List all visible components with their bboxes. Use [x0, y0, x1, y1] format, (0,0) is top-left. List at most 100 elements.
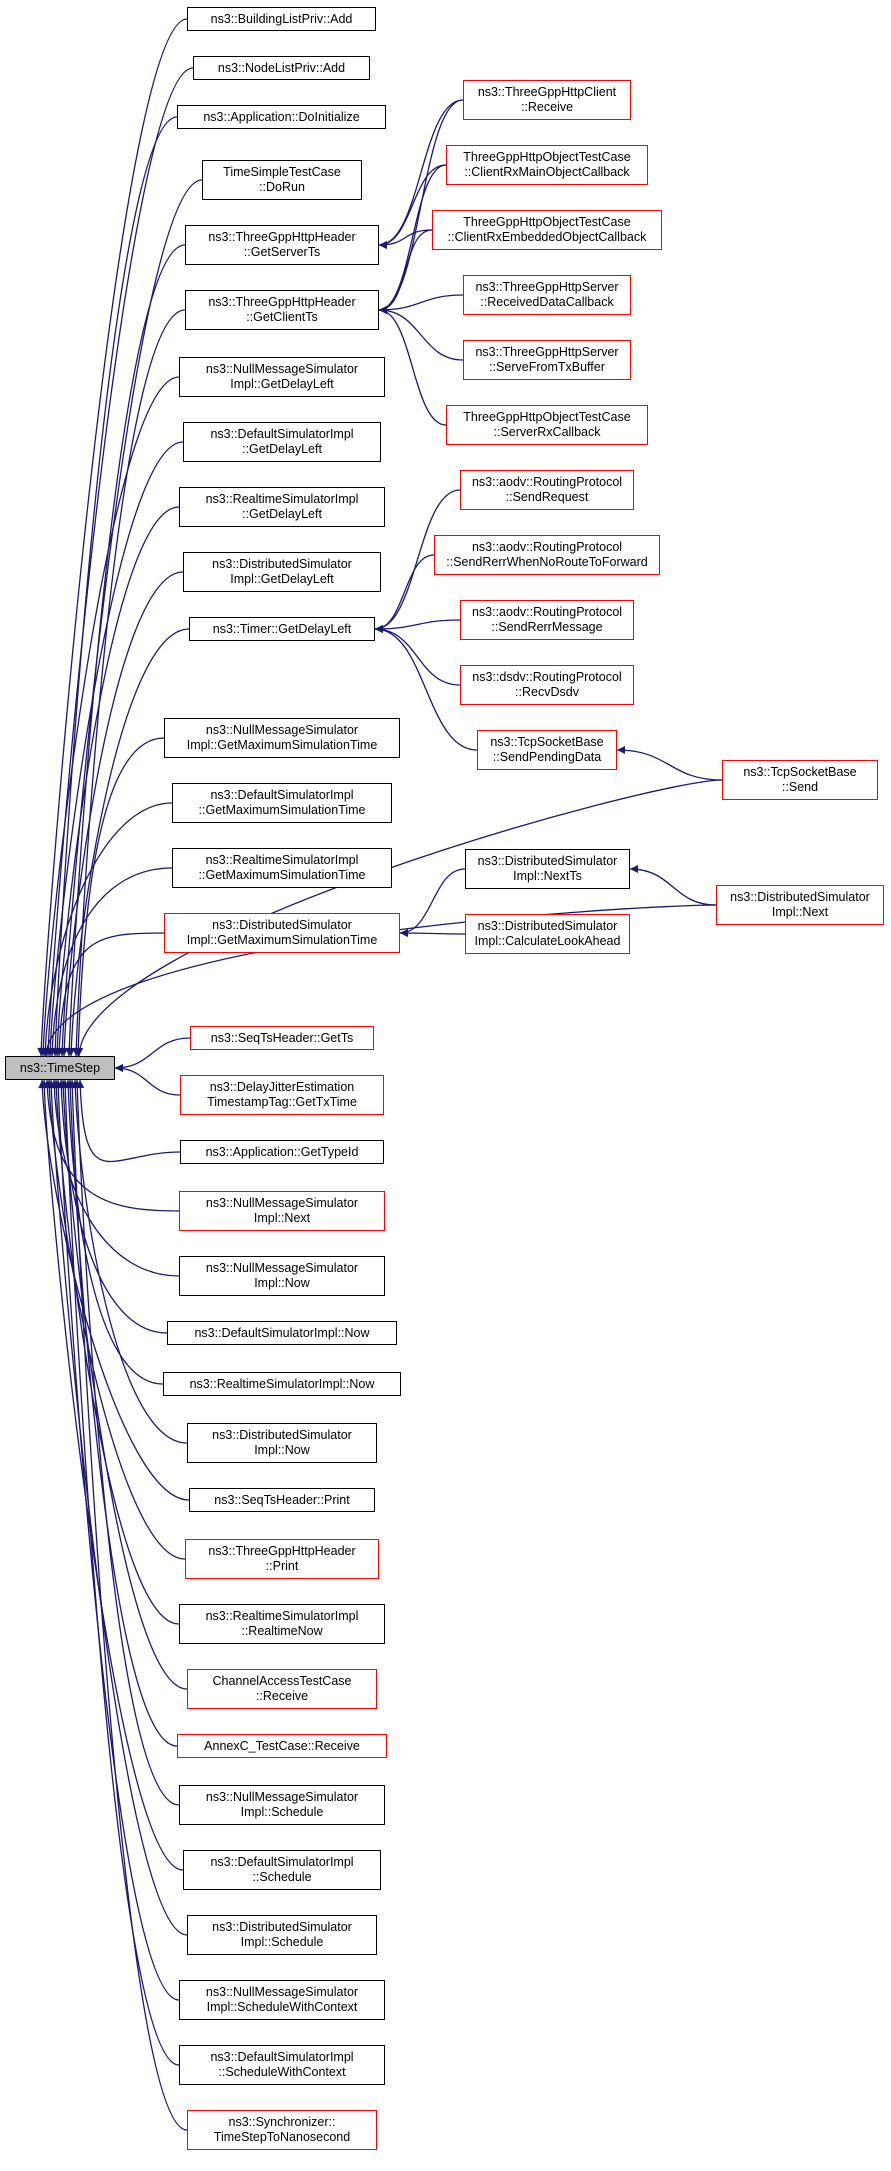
node-label-line: ns3::NullMessageSimulator — [205, 1261, 359, 1275]
node-defaultsimulatorimpl-schedulewithcontext[interactable]: ns3::DefaultSimulatorImpl::ScheduleWithC… — [179, 2045, 385, 2085]
edge-nmsch-to-root — [73, 1079, 180, 1806]
node-label-line: TimestampTag::GetTxTime — [207, 1095, 357, 1109]
node-label-line: ::GetClientTs — [246, 310, 318, 324]
node-realtimesimulatorimpl-realtimenow[interactable]: ns3::RealtimeSimulatorImpl::RealtimeNow — [179, 1604, 385, 1644]
edge-dsgmst-to-root — [41, 802, 173, 1057]
node-label-line: ns3::ThreeGppHttpClient — [477, 85, 617, 99]
node-defaultsimulatorimpl-getdelayleft[interactable]: ns3::DefaultSimulatorImpl::GetDelayLeft — [183, 422, 381, 462]
edge-nodadd-to-root — [44, 67, 194, 1057]
node-serverrxcallback[interactable]: ThreeGppHttpObjectTestCase::ServerRxCall… — [446, 405, 648, 445]
edge-disch-to-root — [47, 1079, 188, 1936]
node-label-line: Impl::GetDelayLeft — [230, 572, 334, 586]
node-realtimesimulatorimpl-getmaximumsimulationtime[interactable]: ns3::RealtimeSimulatorImpl::GetMaximumSi… — [172, 848, 392, 888]
node-aodv-sendrequest[interactable]: ns3::aodv::RoutingProtocol::SendRequest — [460, 470, 634, 510]
node-label-line: ns3::NullMessageSimulator — [205, 1196, 359, 1210]
edge-tcpspd-to-tgdl — [374, 625, 478, 751]
node-nodelistpriv-add[interactable]: ns3::NodeListPriv::Add — [193, 56, 370, 80]
edge-gcts-to-root — [72, 309, 186, 1057]
node-defaultsimulatorimpl-now[interactable]: ns3::DefaultSimulatorImpl::Now — [167, 1321, 397, 1345]
node-aodv-sendrerrmessage[interactable]: ns3::aodv::RoutingProtocol::SendRerrMess… — [460, 600, 634, 640]
node-label-line: ns3::TcpSocketBase — [490, 735, 604, 749]
edge-dinext-to-digmst — [399, 868, 466, 937]
node-seqtsheader-print[interactable]: ns3::SeqTsHeader::Print — [189, 1488, 375, 1512]
node-channelaccesstestcase-receive[interactable]: ChannelAccessTestCase::Receive — [187, 1669, 377, 1709]
node-label-line: ns3::ThreeGppHttpServer — [475, 345, 619, 359]
node-label-line: ns3::DistributedSimulator — [212, 1428, 352, 1442]
edge-bldadd-to-root — [37, 18, 188, 1057]
node-dsdv-recvdsdv[interactable]: ns3::dsdv::RoutingProtocol::RecvDsdv — [460, 665, 634, 705]
node-label-line: Impl::GetMaximumSimulationTime — [186, 738, 378, 752]
node-label-line: ns3::Timer::GetDelayLeft — [212, 621, 352, 636]
node-label-line: ::RealtimeNow — [241, 1624, 323, 1638]
node-defaultsimulatorimpl-getmaximumsimulationtime[interactable]: ns3::DefaultSimulatorImpl::GetMaximumSim… — [172, 783, 392, 823]
node-label-line: ns3::DelayJitterEstimation — [209, 1080, 355, 1094]
node-aodv-sendrerrwhennoroutetoforward[interactable]: ns3::aodv::RoutingProtocol::SendRerrWhen… — [434, 535, 660, 575]
edge-disgdl-to-root — [60, 571, 184, 1057]
node-label-line: AnnexC_TestCase::Receive — [204, 1738, 360, 1753]
edge-tcpsnd-to-tcpspd — [616, 746, 723, 781]
node-label-line: Impl::ScheduleWithContext — [206, 2000, 358, 2014]
node-label-line: ns3::Application::GetTypeId — [205, 1144, 359, 1159]
edge-rsigdl-to-root — [53, 506, 180, 1057]
node-threegpphttpheader-getserverts[interactable]: ns3::ThreeGppHttpHeader::GetServerTs — [185, 225, 379, 265]
node-clientrxembeddedobjectcallback[interactable]: ThreeGppHttpObjectTestCase::ClientRxEmbe… — [432, 210, 662, 250]
node-label-line: ::ClientRxEmbeddedObjectCallback — [447, 230, 647, 244]
edge-appdoi-to-root — [51, 116, 178, 1057]
node-label-line: ns3::Synchronizer:: — [228, 2115, 336, 2129]
edge-aodvrm-to-tgdl — [374, 619, 461, 633]
node-timer-getdelayleft[interactable]: ns3::Timer::GetDelayLeft — [189, 617, 375, 641]
node-label-line: ns3::DefaultSimulatorImpl::Now — [194, 1325, 370, 1340]
node-tcpsocketbase-sendpendingdata[interactable]: ns3::TcpSocketBase::SendPendingData — [477, 730, 617, 770]
node-seqtsheader-getts[interactable]: ns3::SeqTsHeader::GetTs — [190, 1026, 374, 1050]
node-label-line: ns3::NullMessageSimulator — [205, 723, 359, 737]
node-defaultsimulatorimpl-schedule[interactable]: ns3::DefaultSimulatorImpl::Schedule — [183, 1850, 381, 1890]
node-label-line: ::ServeFromTxBuffer — [489, 360, 605, 374]
node-label-line: Impl::CalculateLookAhead — [474, 934, 621, 948]
node-timesimpletestcase-dorun[interactable]: TimeSimpleTestCase::DoRun — [202, 160, 362, 200]
node-buildinglistpriv-add[interactable]: ns3::BuildingListPriv::Add — [187, 7, 376, 31]
edge-digmst-to-root — [55, 932, 165, 1057]
node-label-line: ns3::DistributedSimulator — [477, 919, 618, 933]
node-application-doinitialize[interactable]: ns3::Application::DoInitialize — [177, 105, 386, 129]
node-synchronizer-timesteptonanosecond[interactable]: ns3::Synchronizer::TimeStepToNanosecond — [187, 2110, 377, 2150]
edge-dicla-to-digmst — [399, 929, 466, 938]
node-clientrxmainobjectcallback[interactable]: ThreeGppHttpObjectTestCase::ClientRxMain… — [446, 145, 648, 185]
node-realtimesimulatorimpl-now[interactable]: ns3::RealtimeSimulatorImpl::Now — [163, 1372, 401, 1396]
node-label-line: ns3::DistributedSimulator — [212, 1920, 352, 1934]
node-threegpphttpclient-receive[interactable]: ns3::ThreeGppHttpClient::Receive — [463, 80, 631, 120]
node-timestep: ns3::TimeStep — [5, 1056, 115, 1080]
edge-djgtx-to-root — [114, 1064, 181, 1096]
node-application-gettypeid[interactable]: ns3::Application::GetTypeId — [180, 1140, 384, 1164]
node-label-line: Impl::Schedule — [240, 1805, 324, 1819]
node-threegpphttpserver-receiveddatacallback[interactable]: ns3::ThreeGppHttpServer::ReceivedDataCal… — [463, 275, 631, 315]
node-label-line: ns3::DefaultSimulatorImpl — [210, 2050, 354, 2064]
node-label-line: ::ServerRxCallback — [493, 425, 601, 439]
node-label-line: TimeStepToNanosecond — [213, 2130, 351, 2144]
node-label-line: ns3::SeqTsHeader::GetTs — [210, 1030, 354, 1045]
node-label-line: ns3::NullMessageSimulator — [205, 1985, 359, 1999]
node-label-line: ns3::aodv::RoutingProtocol — [471, 475, 623, 489]
node-label-line: ::GetMaximumSimulationTime — [198, 803, 366, 817]
node-label-line: ::Print — [265, 1559, 299, 1573]
node-realtimesimulatorimpl-getdelayleft[interactable]: ns3::RealtimeSimulatorImpl::GetDelayLeft — [179, 487, 385, 527]
node-threegpphttpheader-getclientts[interactable]: ns3::ThreeGppHttpHeader::GetClientTs — [185, 290, 379, 330]
node-threegpphttpserver-servefromtxbuffer[interactable]: ns3::ThreeGppHttpServer::ServeFromTxBuff… — [463, 340, 631, 380]
node-tcpsocketbase-send[interactable]: ns3::TcpSocketBase::Send — [722, 760, 878, 800]
node-threegpphttpheader-print[interactable]: ns3::ThreeGppHttpHeader::Print — [185, 1539, 379, 1579]
node-annexc-testcase-receive[interactable]: AnnexC_TestCase::Receive — [177, 1734, 387, 1758]
node-label-line: ::ClientRxMainObjectCallback — [464, 165, 630, 179]
